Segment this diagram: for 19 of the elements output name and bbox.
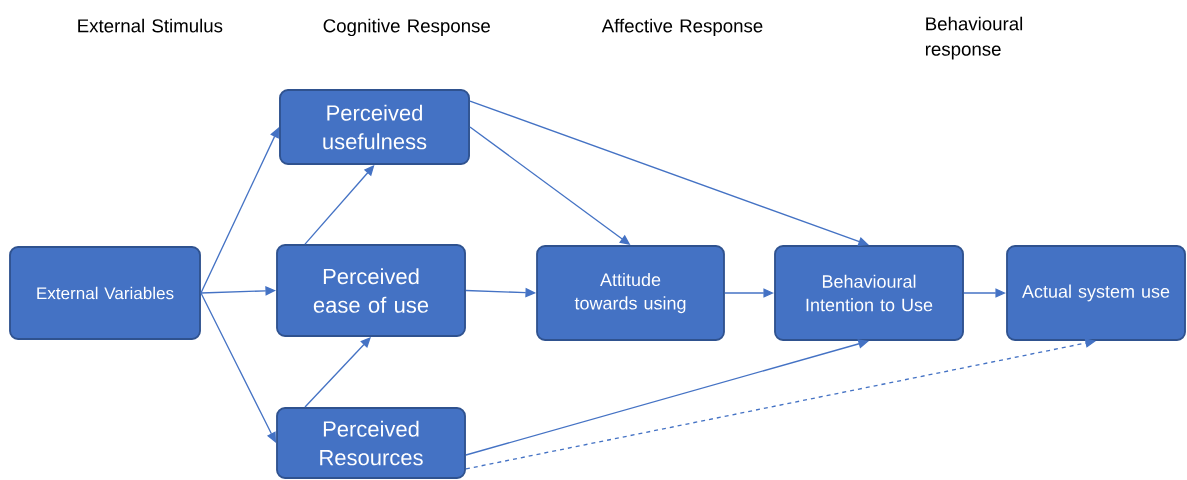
arrow [963, 288, 1006, 298]
process-box: External Variables [9, 246, 201, 340]
column-heading: Cognitive Response [323, 18, 490, 37]
arrow [465, 338, 1096, 470]
process-box: Perceived Resources [276, 407, 466, 479]
arrow [304, 165, 375, 245]
process-box: Attitude towards using [536, 245, 725, 341]
column-heading: External Stimulus [78, 18, 223, 33]
arrow [724, 288, 774, 298]
column-heading: Affective Response [601, 18, 763, 37]
arrow [200, 286, 276, 296]
process-box: Actual system use [1006, 245, 1186, 341]
arrow [200, 127, 279, 294]
process-box: Behavioural Intention to Use [774, 245, 964, 341]
arrow [465, 339, 869, 456]
arrow [469, 100, 869, 246]
column-heading: Behavioural response [925, 16, 1023, 60]
process-box: Perceived ease of use [276, 244, 466, 337]
process-box: Perceived usefulness [279, 89, 470, 165]
